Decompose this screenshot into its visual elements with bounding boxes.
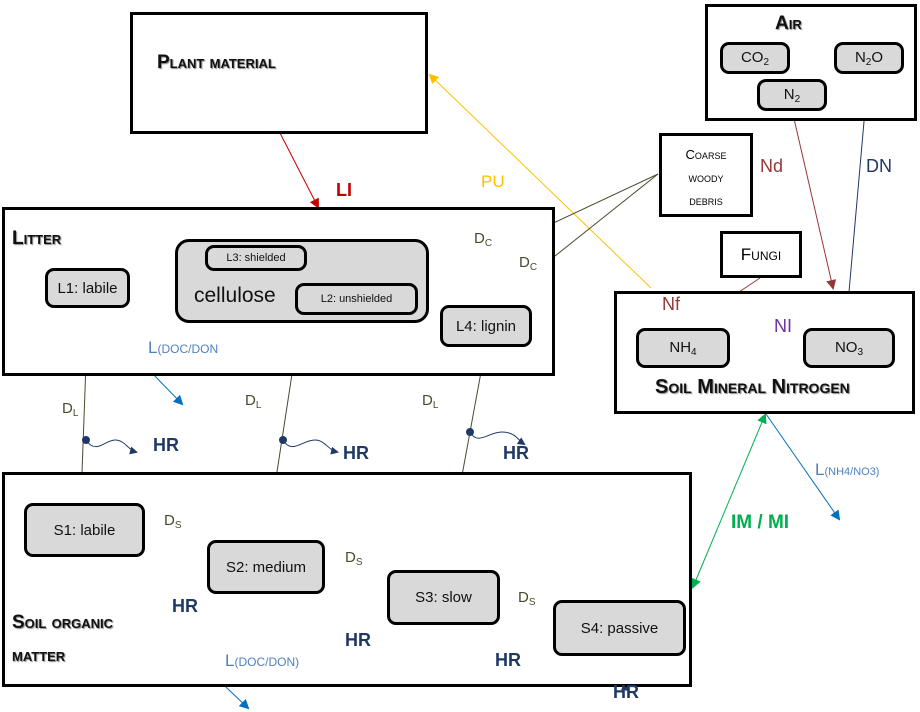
pool-no3: NO3 [803, 328, 895, 368]
plant-material-box [130, 12, 428, 134]
li-arrow [279, 132, 319, 209]
pool-s2-medium: S2: medium [207, 540, 325, 594]
pool-s1-labile: S1: labile [24, 503, 145, 557]
leach-n-arrow [765, 413, 841, 521]
pool-l4-lignin: L4: lignin [440, 305, 532, 347]
pool-l3-shielded: L3: shielded [205, 245, 307, 271]
cellulose-label: cellulose [194, 284, 276, 307]
pool-s3-slow: S3: slow [387, 570, 500, 625]
soil-mineral-nitrogen-title: Soil Mineral Nitrogen [655, 376, 850, 398]
hr-label-s1: HR [172, 596, 198, 616]
co2-label: CO2 [740, 48, 770, 68]
n2-label: N2 [783, 85, 801, 105]
fungi-label: Fungi [740, 244, 782, 264]
pool-nh4: NH4 [636, 328, 730, 368]
hr-label-s2: HR [345, 630, 371, 650]
dl-label-3: DL [422, 392, 439, 411]
pool-l2-unshielded: L2: unshielded [295, 283, 418, 315]
pu-label: PU [481, 172, 505, 191]
pool-co2: CO2 [720, 42, 790, 74]
soil-organic-matter-title-2: matter [12, 645, 66, 666]
dc-label-1: DC [474, 230, 493, 249]
nd-label: Nd [760, 156, 784, 176]
hr-label-s4: HR [613, 682, 639, 702]
nd-arrow [791, 109, 837, 290]
hr-label-s3: HR [495, 650, 521, 670]
leach-n-label: L(NH4/NO3) [815, 460, 880, 479]
hr-label-lignin: HR [503, 443, 529, 463]
im-mi-label: IM / MI [731, 512, 790, 533]
dn-label: DN [866, 156, 892, 176]
pu-arrow [428, 73, 652, 289]
nf-label: Nf [662, 294, 680, 314]
pool-n2: N2 [757, 79, 827, 111]
air-title: Air [775, 13, 802, 34]
leach-doc-soil-label: L(DOC/DON) [225, 651, 300, 670]
coarse-woody-debris-box: Coarse woody debris [659, 133, 753, 217]
litter-title: Litter [12, 228, 62, 249]
cwd-line-1: Coarse [685, 147, 727, 162]
im-mi-arrow [691, 413, 767, 589]
cwd-line-3: debris [689, 193, 723, 208]
ds-label-2: DS [345, 549, 363, 568]
dl-label-1: DL [62, 400, 79, 419]
li-label: LI [336, 180, 352, 200]
hr-label-cellulose: HR [343, 443, 369, 463]
fungi-box: Fungi [720, 231, 802, 278]
dl-label-2: DL [245, 392, 262, 411]
ds-label-3: DS [518, 589, 536, 608]
plant-material-title: Plant material [157, 52, 276, 73]
pool-n2o: N2O [834, 42, 904, 74]
cwd-line-2: woody [688, 170, 724, 185]
dc-label-2: DC [519, 254, 538, 273]
ds-label-1: DS [164, 512, 182, 531]
n2o-label: N2O [854, 48, 884, 68]
ni-label: NI [774, 316, 792, 336]
leach-doc-litter-label: L(DOC/DON [148, 338, 219, 357]
soil-organic-matter-title-1: Soil organic [12, 612, 114, 633]
pool-s4-passive: S4: passive [553, 600, 686, 656]
pool-l1-labile: L1: labile [45, 268, 130, 308]
hr-label-l1: HR [153, 435, 179, 455]
